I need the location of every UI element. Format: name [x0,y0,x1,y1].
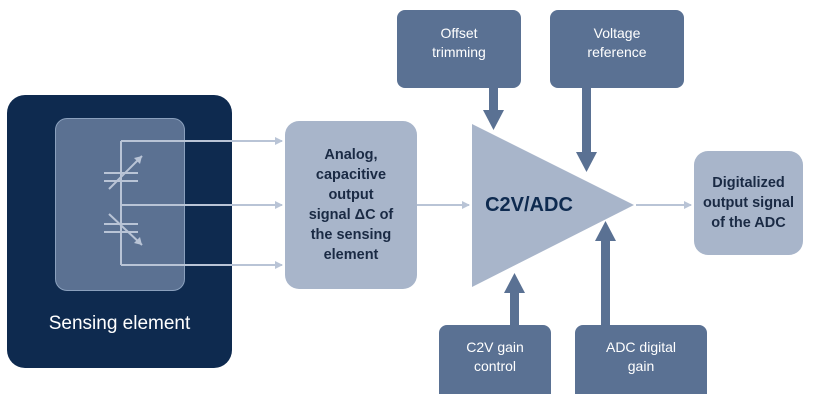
adc-line: gain [627,358,655,374]
offset-line: Offset [440,25,478,41]
amplifier-triangle [472,124,634,287]
variable-capacitor-icon [104,213,143,246]
adc-digital-gain-box: ADC digital gain [575,325,707,394]
variable-capacitor-icon [104,155,143,190]
output-line: output signal [702,195,794,211]
analog-signal-box: Analog, capacitive output signal ΔC of t… [285,121,417,289]
adc-line: ADC digital [605,339,677,355]
amplifier-label: C2V/ADC [485,194,573,216]
voltage-line: reference [587,44,647,60]
voltage-line: Voltage [593,25,641,41]
c2v-line: C2V gain [466,339,524,355]
digital-output-box: Digitalized output signal of the ADC [694,151,803,255]
adc-gain-arrow [595,221,616,326]
analog-line: signal ΔC of [308,207,394,223]
voltage-arrow [576,87,597,172]
output-line: of the ADC [711,215,786,231]
output-line: Digitalized [712,175,785,191]
voltage-reference-box: Voltage reference [550,10,684,88]
analog-line: Analog, [324,147,378,163]
c2v-line: control [473,358,517,374]
sensing-element-label: Sensing element [48,313,191,334]
offset-trimming-box: Offset trimming [397,10,521,88]
analog-line: output [328,187,374,203]
analog-line: capacitive [315,167,387,183]
offset-arrow [483,87,504,130]
c2v-gain-arrow [504,273,525,326]
analog-line: element [323,247,379,263]
offset-line: trimming [432,44,486,60]
c2v-gain-control-box: C2V gain control [439,325,551,394]
analog-line: the sensing [310,227,392,243]
